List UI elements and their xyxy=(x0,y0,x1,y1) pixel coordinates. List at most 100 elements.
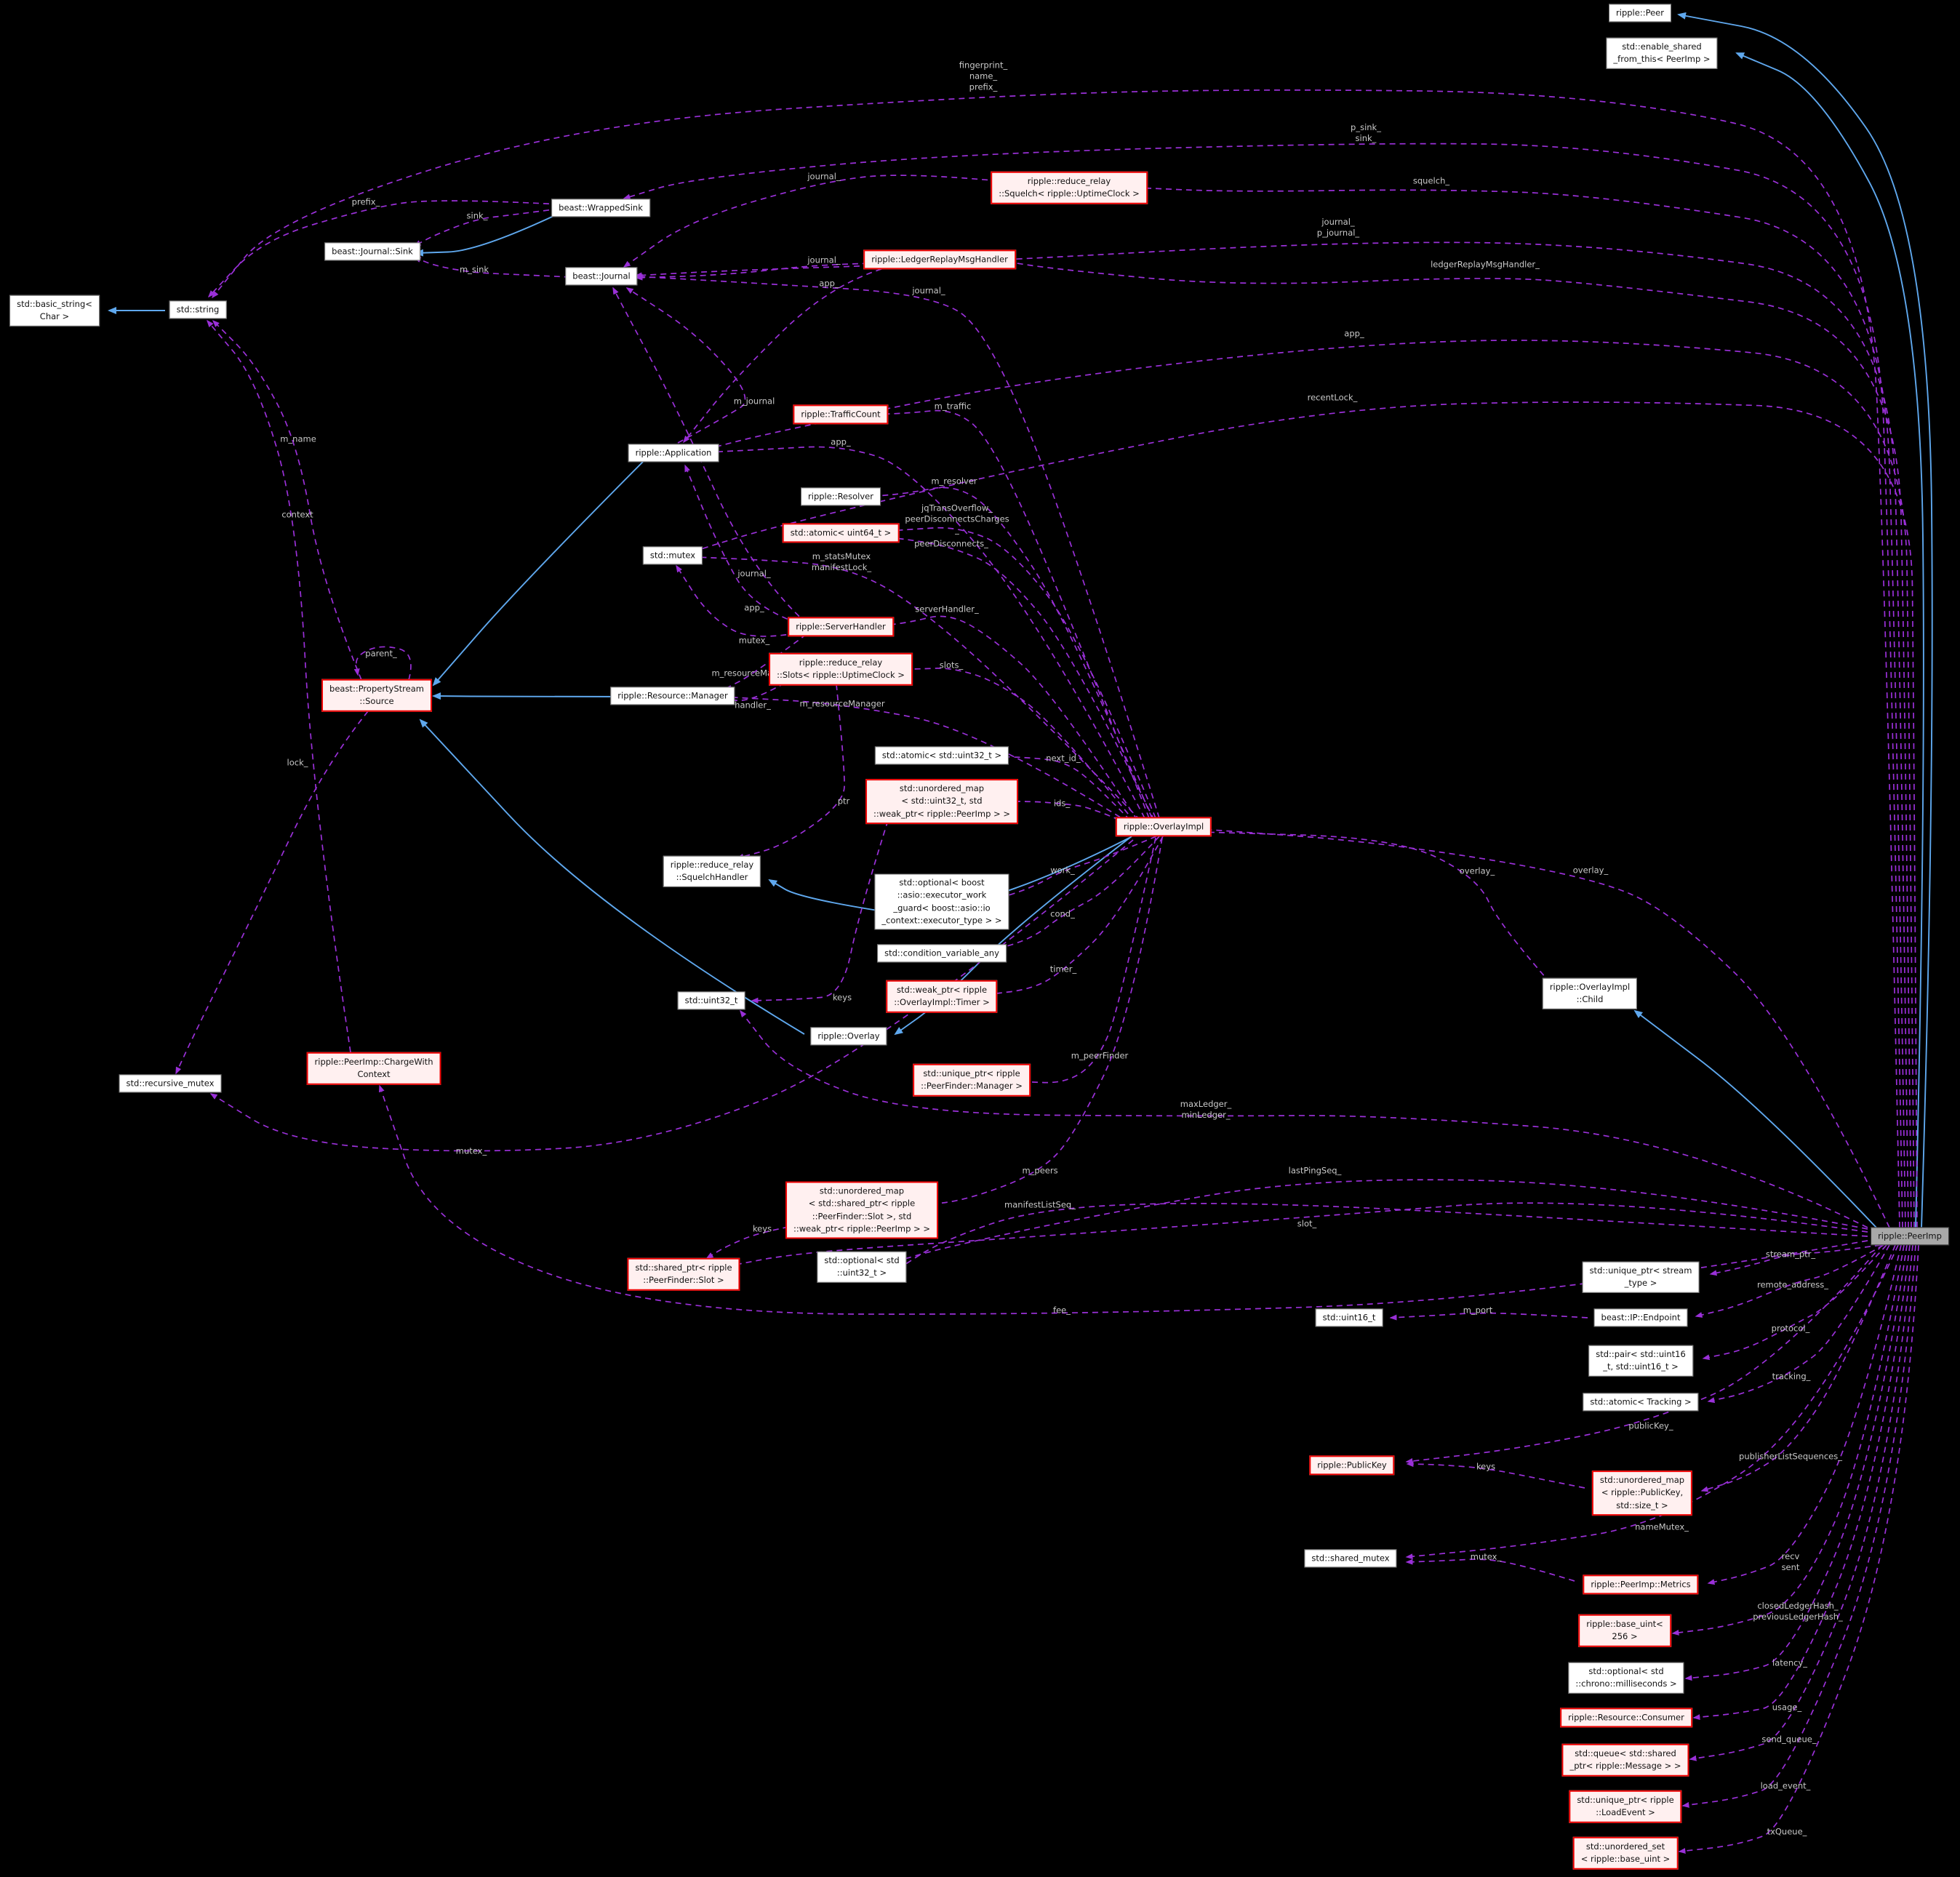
node-uniqueLoad[interactable]: std::unique_ptr< ripple ::LoadEvent > xyxy=(1569,1790,1682,1823)
edge-peerImp-to-uniqueLoad xyxy=(1681,1244,1916,1808)
node-slots[interactable]: ripple::reduce_relay ::Slots< ripple::Up… xyxy=(769,652,913,686)
node-resolver[interactable]: ripple::Resolver xyxy=(801,487,881,506)
edge-wrappedSink-to-journalSink xyxy=(415,212,562,257)
node-squelch[interactable]: ripple::reduce_relay ::Squelch< ripple::… xyxy=(991,171,1148,204)
node-unorderedSet[interactable]: std::unordered_set < ripple::base_uint > xyxy=(1572,1836,1679,1870)
node-source[interactable]: beast::PropertyStream ::Source xyxy=(321,679,432,712)
edge-peerImp-to-stdString xyxy=(212,89,1900,1228)
node-stdMutex[interactable]: std::mutex xyxy=(642,546,703,565)
node-sharedMutex[interactable]: std::shared_mutex xyxy=(1304,1549,1397,1568)
edge-label-peerImp-unorderedSet: txQueue_ xyxy=(1767,1826,1807,1837)
node-workGuard[interactable]: std::optional< boost ::asio::executor_wo… xyxy=(874,873,1009,930)
node-enableShared[interactable]: std::enable_shared _from_this< PeerImp > xyxy=(1606,37,1718,69)
edge-label-overlayImpl-atomicU64: peerDisconnects_ xyxy=(914,538,988,549)
node-mapSlots[interactable]: std::unordered_map < std::shared_ptr< ri… xyxy=(785,1181,938,1239)
node-ledgerReplay[interactable]: ripple::LedgerReplayMsgHandler xyxy=(863,249,1016,270)
node-peerImp[interactable]: ripple::PeerImp xyxy=(1871,1227,1949,1246)
edge-mapIds-to-uint32 xyxy=(751,820,889,1004)
node-journalSink[interactable]: beast::Journal::Sink xyxy=(324,242,420,261)
edge-overlayImpl-to-trafficCount xyxy=(872,409,1150,819)
edge-peerImp-to-overlayImpl xyxy=(1199,826,1890,1228)
edge-label-peerImp-uint32: maxLedger_ minLedger_ xyxy=(1180,1099,1232,1120)
edge-overlay-to-source xyxy=(419,719,805,1035)
node-weakTimer[interactable]: std::weak_ptr< ripple ::OverlayImpl::Tim… xyxy=(886,980,998,1013)
edge-label-peerImp-uniquePtrStream: stream_ptr_ xyxy=(1765,1249,1816,1260)
node-optUint32[interactable]: std::optional< std ::uint32_t > xyxy=(817,1251,907,1283)
edge-label-chargeWith-stdString: context xyxy=(281,509,313,520)
edge-label-wrappedSink-journalSink: sink_ xyxy=(466,210,488,221)
edge-label-peerImp-sharedPtrSlot: slot_ xyxy=(1297,1218,1317,1229)
edge-label-peerImp-metrics: recv sent xyxy=(1781,1551,1800,1572)
edge-overlayImpl-to-slots xyxy=(889,666,1135,823)
node-wrappedSink[interactable]: beast::WrappedSink xyxy=(551,199,650,217)
node-atomicTracking[interactable]: std::atomic< Tracking > xyxy=(1583,1393,1699,1412)
edge-squelch-to-journal xyxy=(623,175,1009,268)
node-mapPublisher[interactable]: std::unordered_map < ripple::PublicKey, … xyxy=(1591,1470,1693,1516)
edge-label-squelch-journal: journal_ xyxy=(807,171,841,182)
node-recursiveMutex[interactable]: std::recursive_mutex xyxy=(119,1074,222,1093)
edge-peerImp-to-atomicTracking xyxy=(1707,1244,1890,1404)
node-child[interactable]: ripple::OverlayImpl ::Child xyxy=(1542,977,1638,1009)
node-uint32[interactable]: std::uint32_t xyxy=(677,991,745,1010)
edge-peerImp-to-queueMsg xyxy=(1689,1244,1913,1761)
node-condVar[interactable]: std::condition_variable_any xyxy=(877,944,1007,963)
node-stdString[interactable]: std::string xyxy=(169,300,227,319)
node-consumer[interactable]: ripple::Resource::Consumer xyxy=(1560,1708,1692,1728)
edge-peerImp-to-sharedPtrSlot xyxy=(723,1202,1868,1269)
edge-application-to-source xyxy=(432,461,644,687)
node-chargeWith[interactable]: ripple::PeerImp::ChargeWith Context xyxy=(306,1052,441,1085)
edge-peerImp-to-ledgerReplay xyxy=(1001,259,1912,1228)
edge-mapSlots-to-sharedPtrSlot xyxy=(705,1222,809,1259)
node-trafficCount[interactable]: ripple::TrafficCount xyxy=(793,404,889,425)
node-squelchHandler[interactable]: ripple::reduce_relay ::SquelchHandler xyxy=(663,855,761,887)
node-metrics[interactable]: ripple::PeerImp::Metrics xyxy=(1583,1574,1699,1595)
node-basicString[interactable]: std::basic_string< Char > xyxy=(9,295,100,327)
node-atomicU32[interactable]: std::atomic< std::uint32_t > xyxy=(874,746,1009,765)
node-serverHandler[interactable]: ripple::ServerHandler xyxy=(788,617,894,637)
edge-serverHandler-to-stdMutex xyxy=(676,564,807,637)
node-resourceManager[interactable]: ripple::Resource::Manager xyxy=(610,687,735,705)
node-application[interactable]: ripple::Application xyxy=(628,444,719,463)
node-overlayImpl[interactable]: ripple::OverlayImpl xyxy=(1115,817,1212,837)
edge-label-peerImp-consumer: usage_ xyxy=(1772,1702,1802,1713)
edge-label-serverHandler-stdMutex: mutex_ xyxy=(738,635,770,646)
edge-label-peerImp-overlayImpl: overlay_ xyxy=(1572,865,1609,876)
node-ipEndpoint[interactable]: beast::IP::Endpoint xyxy=(1593,1308,1688,1327)
edge-overlayImpl-to-weakTimer xyxy=(983,836,1164,997)
edge-peerImp-to-metrics xyxy=(1707,1244,1902,1585)
edge-overlayImpl-to-mapSlots xyxy=(917,837,1163,1208)
node-optMillis[interactable]: std::optional< std ::chrono::millisecond… xyxy=(1568,1662,1684,1694)
edge-label-overlayImpl-resolver: m_resolver xyxy=(931,476,977,487)
node-queueMsg[interactable]: std::queue< std::shared _ptr< ripple::Me… xyxy=(1561,1743,1689,1777)
node-journal[interactable]: beast::Journal xyxy=(565,267,638,286)
edge-label-peerImp-atomicTracking: tracking_ xyxy=(1772,1371,1811,1382)
edge-label-peerImp-optMillis: latency_ xyxy=(1772,1657,1807,1668)
edge-label-slots-squelchHandler: ptr xyxy=(837,796,850,807)
node-overlay[interactable]: ripple::Overlay xyxy=(810,1027,887,1046)
node-uniquePtrStream[interactable]: std::unique_ptr< stream _type > xyxy=(1582,1261,1700,1293)
edge-label-peerImp-stdMutex: recentLock_ xyxy=(1307,392,1358,403)
edge-peerImp-to-child xyxy=(1633,1009,1877,1228)
edge-label-serverHandler-application: app_ xyxy=(744,602,764,613)
node-atomicU64[interactable]: std::atomic< uint64_t > xyxy=(782,523,900,543)
edge-peerImp-to-optUint32 xyxy=(893,1203,1868,1272)
edge-overlayImpl-to-mapIds xyxy=(998,799,1129,825)
node-sharedPtrSlot[interactable]: std::shared_ptr< ripple ::PeerFinder::Sl… xyxy=(627,1257,740,1291)
edge-serverHandler-to-journal xyxy=(612,287,807,624)
edge-label-peerImp-publicKey: publicKey_ xyxy=(1628,1420,1673,1431)
node-publicKey[interactable]: ripple::PublicKey xyxy=(1309,1455,1395,1476)
edge-overlayImpl-to-resolver xyxy=(868,487,1153,819)
edge-label-peerImp-stdString: fingerprint_ name_ prefix_ xyxy=(959,60,1008,92)
node-mapIds[interactable]: std::unordered_map < std::uint32_t, std … xyxy=(865,779,1018,824)
node-peer[interactable]: ripple::Peer xyxy=(1609,4,1671,23)
node-uint16[interactable]: std::uint16_t xyxy=(1315,1308,1383,1327)
edge-label-child-overlayImpl: overlay_ xyxy=(1459,865,1495,876)
node-baseUint[interactable]: ripple::base_uint< 256 > xyxy=(1578,1614,1671,1647)
node-peerFinderMgr[interactable]: std::unique_ptr< ripple ::PeerFinder::Ma… xyxy=(913,1063,1031,1097)
edge-peerImp-to-stdMutex xyxy=(692,401,1918,1228)
edge-label-overlayImpl-weakTimer: timer_ xyxy=(1049,964,1077,974)
edge-peerImp-to-journal xyxy=(634,241,1909,1228)
node-pairUint16[interactable]: std::pair< std::uint16 _t, std::uint16_t… xyxy=(1588,1345,1693,1377)
